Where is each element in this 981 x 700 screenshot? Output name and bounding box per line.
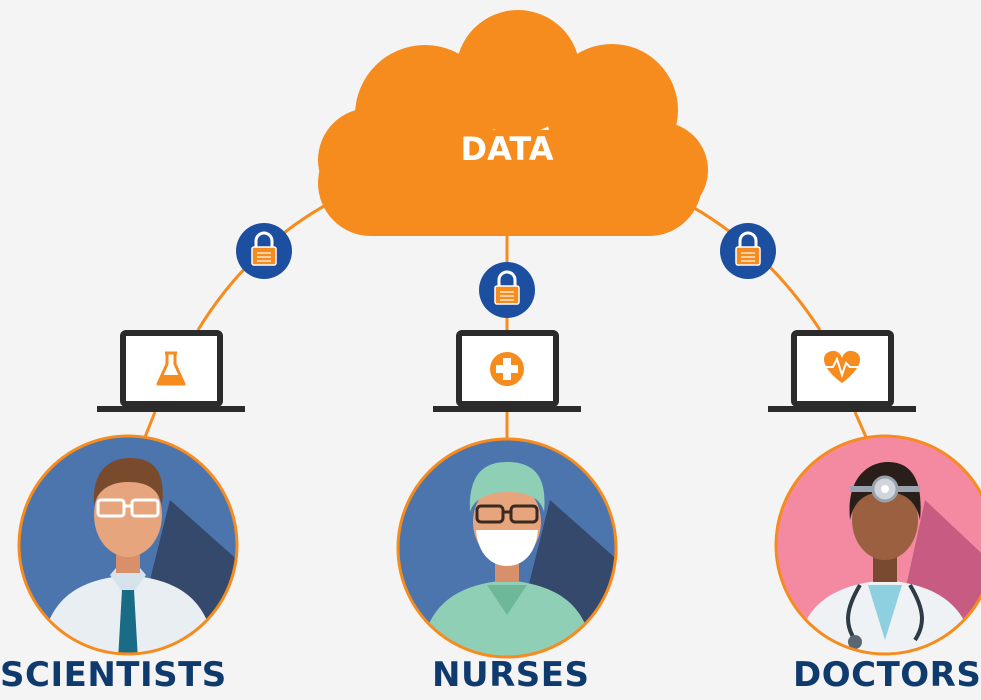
laptop-nurses xyxy=(433,330,581,412)
padlock-icon xyxy=(479,262,535,318)
heartbeat-icon xyxy=(820,350,864,383)
avatar-doctor xyxy=(774,434,981,656)
laptop-doctors xyxy=(768,330,916,412)
role-label-nurses: NURSES xyxy=(432,655,590,695)
medical-cross-icon xyxy=(490,352,524,386)
avatar-scientist xyxy=(17,434,239,656)
padlock-icon xyxy=(720,223,776,279)
connector-laptop-right xyxy=(853,411,868,438)
role-label-scientists: SCIENTISTS xyxy=(0,655,227,695)
role-label-doctors: DOCTORS xyxy=(793,655,981,695)
data-cloud xyxy=(318,10,708,236)
avatar-nurse xyxy=(396,437,618,659)
laptop-scientists xyxy=(97,330,245,412)
connector-laptop-left xyxy=(143,411,157,438)
flask-icon xyxy=(156,351,186,386)
cloud-label: DATA xyxy=(461,130,554,168)
padlock-icon xyxy=(236,223,292,279)
